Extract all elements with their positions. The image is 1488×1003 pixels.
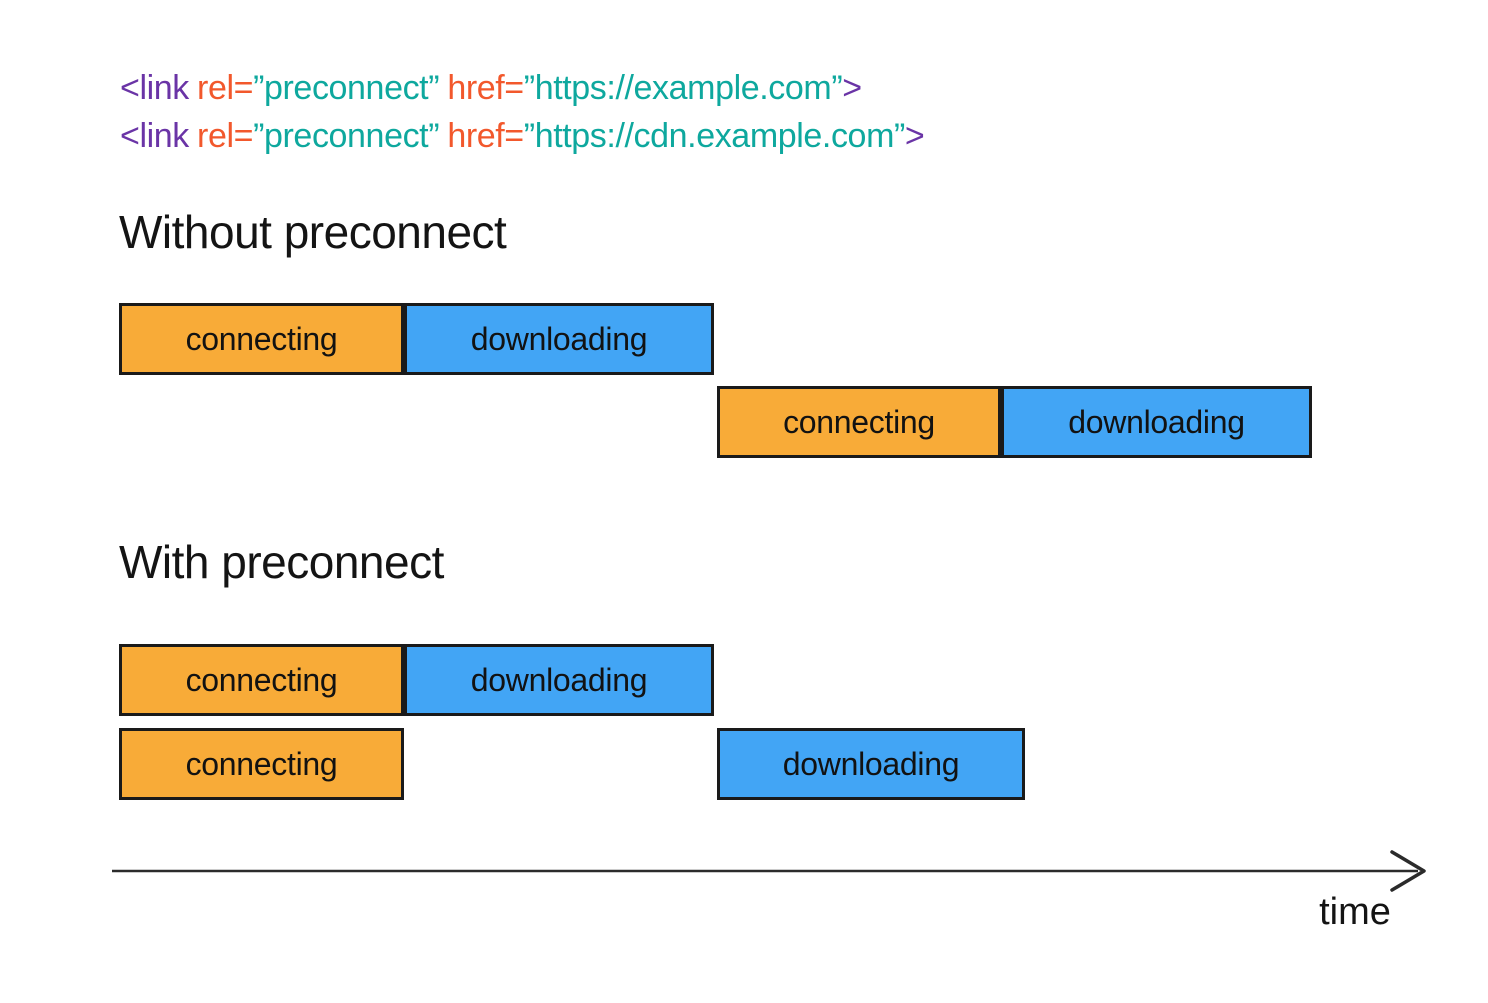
code-token-close-bracket: > bbox=[842, 69, 862, 107]
bar-label: connecting bbox=[185, 661, 338, 698]
bar-connecting: connecting bbox=[119, 644, 404, 716]
section-title-without-preconnect: Without preconnect bbox=[119, 206, 507, 258]
time-axis-label: time bbox=[1319, 891, 1391, 933]
bar-label: downloading bbox=[1068, 403, 1245, 440]
code-token-rel-value: ”preconnect” bbox=[253, 117, 440, 155]
bar-downloading: downloading bbox=[404, 303, 714, 375]
bar-label: connecting bbox=[783, 403, 935, 440]
bar-label: downloading bbox=[470, 320, 648, 357]
code-token-close-bracket: > bbox=[904, 117, 925, 155]
code-token-open-tag: <link bbox=[120, 117, 189, 155]
code-token-href-value: ”https://cdn.example.com” bbox=[523, 117, 906, 155]
bar-connecting: connecting bbox=[119, 303, 404, 375]
code-token-href-attr: href= bbox=[447, 117, 524, 155]
bar-connecting: connecting bbox=[717, 386, 1001, 458]
code-token-rel-attr: rel= bbox=[197, 117, 254, 155]
time-axis-arrow bbox=[112, 850, 1426, 892]
bar-downloading: downloading bbox=[1001, 386, 1312, 458]
bar-downloading: downloading bbox=[404, 644, 714, 716]
arrowhead-icon bbox=[1390, 850, 1426, 892]
code-token-rel-value: ”preconnect” bbox=[253, 69, 440, 107]
bar-label: downloading bbox=[470, 661, 648, 698]
bar-label: connecting bbox=[185, 320, 338, 357]
bar-connecting: connecting bbox=[119, 728, 404, 800]
code-token-rel-attr: rel= bbox=[197, 69, 254, 107]
code-token-href-attr: href= bbox=[447, 69, 524, 107]
bar-downloading: downloading bbox=[717, 728, 1025, 800]
section-title-with-preconnect: With preconnect bbox=[119, 536, 444, 588]
code-token-href-value: ”https://example.com” bbox=[523, 69, 843, 107]
bar-label: downloading bbox=[782, 745, 960, 782]
bar-label: connecting bbox=[185, 745, 338, 782]
code-token-open-tag: <link bbox=[120, 69, 189, 107]
